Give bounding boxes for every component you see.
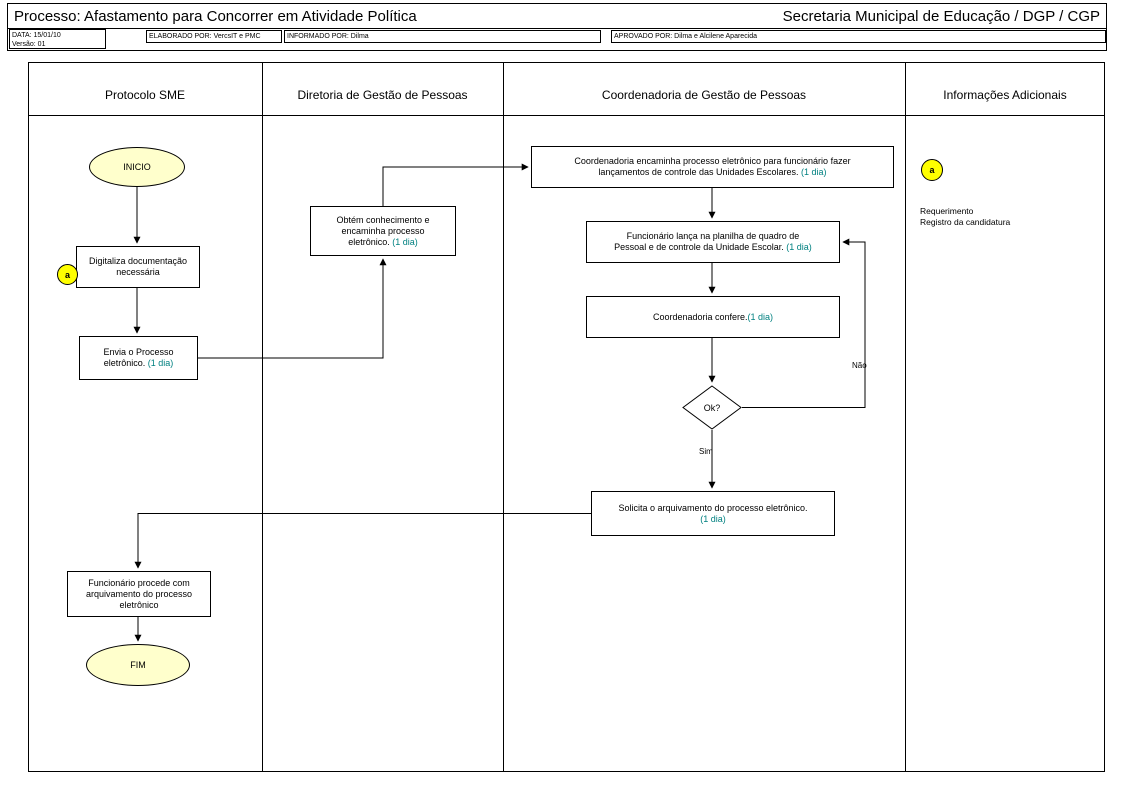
start-event-label: INICIO — [123, 162, 151, 172]
meta-informed: INFORMADO POR: Dilma — [287, 33, 369, 40]
end-event-fim: FIM — [86, 644, 190, 686]
meta-informed-box: INFORMADO POR: Dilma — [284, 30, 601, 43]
decision-ok-gateway: Ok? — [682, 385, 742, 430]
meta-elaborated-box: ELABORADO POR: VercsIT e PMC — [146, 30, 282, 43]
task-funcionario-procede-label: Funcionário procede com arquivamento do … — [85, 577, 193, 610]
header-title-row: Processo: Afastamento para Concorrer em … — [8, 4, 1106, 29]
task-envia-processo: Envia o Processo eletrônico. (1 dia) — [79, 336, 198, 380]
task-solicita-duration: (1 dia) — [700, 513, 726, 524]
task-funcionario-lanca: Funcionário lança na planilha de quadro … — [586, 221, 840, 263]
annotation-requerimento: Requerimento — [920, 206, 974, 216]
decision-ok-label: Ok? — [703, 402, 721, 413]
lane-title-protocolo-sme: Protocolo SME — [104, 88, 186, 102]
decision-diamond-shape — [682, 385, 742, 430]
task-envia-duration: (1 dia) — [147, 358, 174, 368]
lane-divider-1 — [262, 62, 263, 772]
lane-title-coordenadoria: Coordenadoria de Gestão de Pessoas — [601, 88, 807, 102]
task-solicita-label: Solicita o arquivamento do processo elet… — [618, 502, 808, 524]
task-coordenadoria-encaminha-duration: (1 dia) — [801, 167, 827, 177]
task-solicita-arquivamento: Solicita o arquivamento do processo elet… — [591, 491, 835, 536]
header: Processo: Afastamento para Concorrer em … — [7, 3, 1107, 51]
page-title: Processo: Afastamento para Concorrer em … — [14, 7, 417, 25]
task-coordenadoria-encaminha-label: Coordenadoria encaminha processo eletrôn… — [574, 156, 851, 177]
lane-divider-3 — [905, 62, 906, 772]
task-funcionario-procede: Funcionário procede com arquivamento do … — [67, 571, 211, 617]
meta-version: Versão: 01 — [12, 41, 46, 48]
lane-header-divider — [28, 115, 1105, 116]
meta-elaborated: ELABORADO POR: VercsIT e PMC — [149, 33, 261, 40]
annotation-marker-a-label: a — [64, 269, 70, 280]
lane-title-informacoes: Informações Adicionais — [943, 88, 1067, 102]
annotation-marker-a-digitaliza: a — [57, 264, 78, 285]
task-coordenadoria-encaminha: Coordenadoria encaminha processo eletrôn… — [531, 146, 894, 188]
end-event-label: FIM — [130, 660, 146, 670]
org-title: Secretaria Municipal de Educação / DGP /… — [782, 7, 1100, 25]
edge-label-nao: Não — [852, 361, 867, 370]
start-event-inicio: INICIO — [89, 147, 185, 187]
task-digitaliza-documentacao: Digitaliza documentação necessária — [76, 246, 200, 288]
task-coordenadoria-confere-duration: (1 dia) — [747, 311, 774, 322]
task-funcionario-lanca-duration: (1 dia) — [786, 242, 812, 252]
task-coordenadoria-confere-label: Coordenadoria confere.(1 dia) — [652, 311, 774, 322]
meta-date: DATA: 15/01/10 — [12, 32, 61, 39]
edge-label-sim: Sim — [699, 447, 713, 456]
annotation-marker-a-info-label: a — [929, 165, 935, 175]
lane-title-diretoria: Diretoria de Gestão de Pessoas — [297, 88, 468, 102]
meta-date-box: DATA: 15/01/10 Versão: 01 — [9, 29, 106, 49]
task-envia-label: Envia o Processo eletrônico. (1 dia) — [103, 347, 174, 368]
meta-approved-box: APROVADO POR: Dilma e Alcilene Aparecida — [611, 30, 1106, 43]
lane-divider-2 — [503, 62, 504, 772]
swimlane-frame — [28, 62, 1105, 772]
meta-approved: APROVADO POR: Dilma e Alcilene Aparecida — [614, 33, 758, 40]
task-obtem-conhecimento: Obtém conhecimento e encaminha processo … — [310, 206, 456, 256]
task-funcionario-lanca-label: Funcionário lança na planilha de quadro … — [614, 231, 812, 252]
annotation-registro-candidatura: Registro da candidatura — [920, 217, 1011, 227]
task-obtem-duration: (1 dia) — [392, 236, 418, 247]
task-obtem-label: Obtém conhecimento e encaminha processo … — [336, 214, 430, 247]
annotation-marker-a-info: a — [921, 159, 943, 181]
task-coordenadoria-confere: Coordenadoria confere.(1 dia) — [586, 296, 840, 338]
task-digitaliza-label: Digitaliza documentação necessária — [88, 256, 188, 277]
